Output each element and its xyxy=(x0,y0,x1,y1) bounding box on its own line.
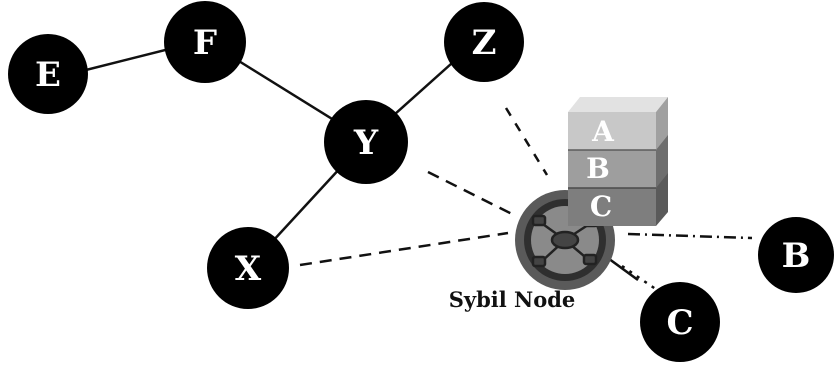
edge-sybil-b xyxy=(627,232,753,240)
identity-box-a: A xyxy=(568,97,668,151)
sybil-edges xyxy=(299,107,753,294)
identity-box-c-label: C xyxy=(590,190,612,223)
identity-box-a-label: A xyxy=(591,115,615,148)
identity-box-b-label: B xyxy=(586,152,610,185)
node-f: F xyxy=(164,1,246,83)
node-b: B xyxy=(758,217,834,293)
node-y: Y xyxy=(324,100,408,184)
node-x: X xyxy=(207,227,289,309)
sybil-node-caption: Sybil Node xyxy=(449,287,576,312)
edge-sybil-c-dotted xyxy=(621,264,661,294)
edge-x-sybil xyxy=(299,231,509,267)
identity-box-c: C xyxy=(568,173,668,226)
node-e-label: E xyxy=(35,55,61,95)
node-c-label: C xyxy=(666,303,693,343)
node-x-label: X xyxy=(235,249,262,289)
edge-y-sybil xyxy=(427,170,513,216)
sybil-node xyxy=(515,190,615,290)
node-z-label: Z xyxy=(472,23,497,63)
node-b-label: B xyxy=(782,236,811,276)
node-f-label: F xyxy=(193,23,217,63)
sybil-identity-stack: A B C xyxy=(568,97,668,226)
node-y-label: Y xyxy=(353,123,379,163)
node-e: E xyxy=(8,34,88,114)
node-z: Z xyxy=(444,2,524,82)
edge-z-sybil xyxy=(504,107,549,176)
identity-box-b: B xyxy=(568,135,668,189)
network-hub-icon xyxy=(531,214,599,268)
node-c: C xyxy=(640,282,720,362)
